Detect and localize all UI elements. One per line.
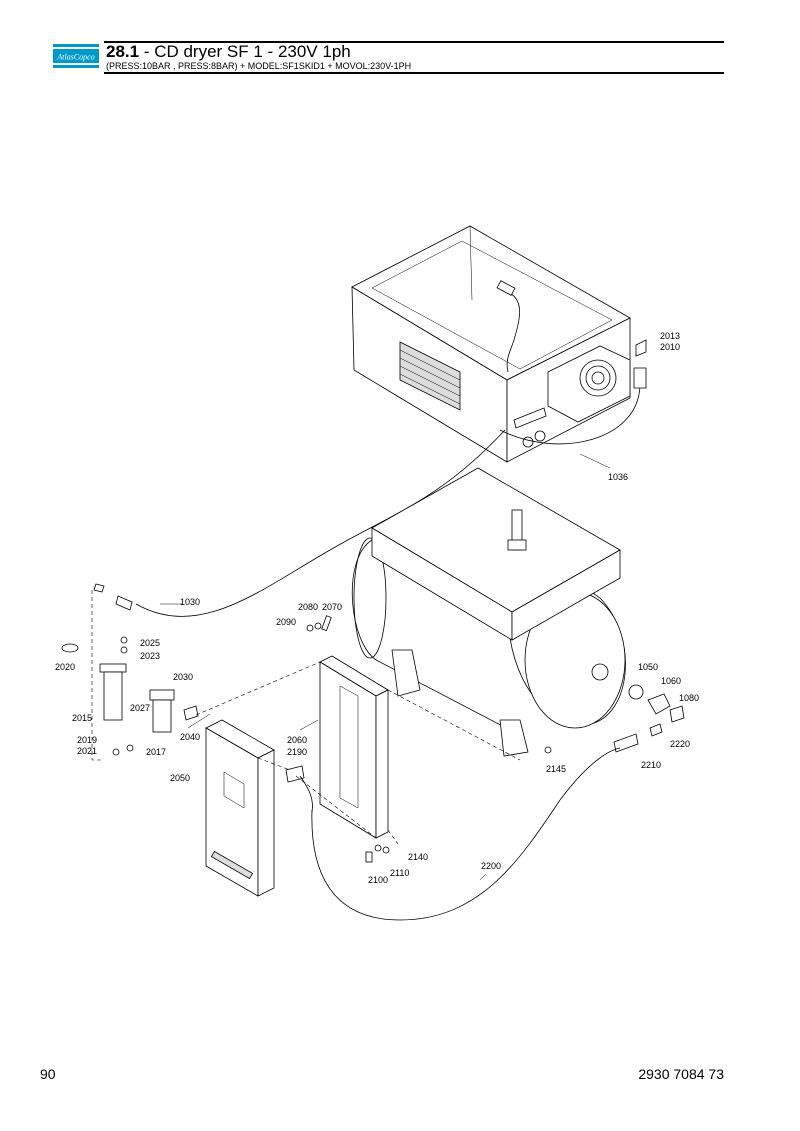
callout: 2040 [180,732,200,742]
callout: 2025 [140,638,160,648]
callout: 2030 [173,672,193,682]
callout: 2019 [77,735,97,745]
svg-text:AtlasCopco: AtlasCopco [56,53,94,62]
header-rule-top [104,41,724,43]
callout: 1030 [180,597,200,607]
callout: 1060 [661,676,681,686]
callout: 1036 [608,472,628,482]
callout: 2070 [322,602,342,612]
callout: 2013 [660,331,680,341]
callout: 2027 [130,703,150,713]
callout: 2080 [298,602,318,612]
callout: 2060 [287,735,307,745]
callout: 2010 [660,342,680,352]
page-title: 28.1 - CD dryer SF 1 - 230V 1ph [106,42,351,62]
document-number: 2930 7084 73 [638,1066,724,1082]
callout: 2200 [481,861,501,871]
callout: 2210 [641,760,661,770]
callout: 1050 [638,662,658,672]
callout: 2140 [408,852,428,862]
callout: 2021 [77,746,97,756]
cooler-fan [547,345,631,423]
page-subtitle: (PRESS:10BAR , PRESS:8BAR) + MODEL:SF1SK… [106,61,412,71]
dryer-module [205,719,275,897]
callout: 2100 [368,875,388,885]
callout: 2145 [546,764,566,774]
page-number: 90 [40,1066,56,1082]
air-receiver-tank [351,467,626,757]
callout: 1080 [679,693,699,703]
dryer-canopy [351,225,631,463]
callout: 2020 [55,662,75,672]
section-number: 28.1 [106,42,140,61]
callout-labels: 2013 2010 1036 1030 2080 2070 2090 2025 … [55,331,699,885]
atlas-copco-logo: AtlasCopco [53,44,99,68]
filter-assembly [61,643,175,733]
callout: 2110 [390,868,409,878]
callout: 2017 [146,747,166,757]
callout: 2090 [276,617,296,627]
callout: 2050 [170,773,190,783]
section-title: - CD dryer SF 1 - 230V 1ph [139,42,351,61]
callout: 2220 [670,739,690,749]
callout: 2015 [72,713,92,723]
callout: 2023 [140,651,160,661]
header-rule-bottom [104,72,724,74]
ventilation-louvres [399,341,461,411]
callout: 2190 [287,747,307,757]
mounting-bracket [319,655,389,839]
